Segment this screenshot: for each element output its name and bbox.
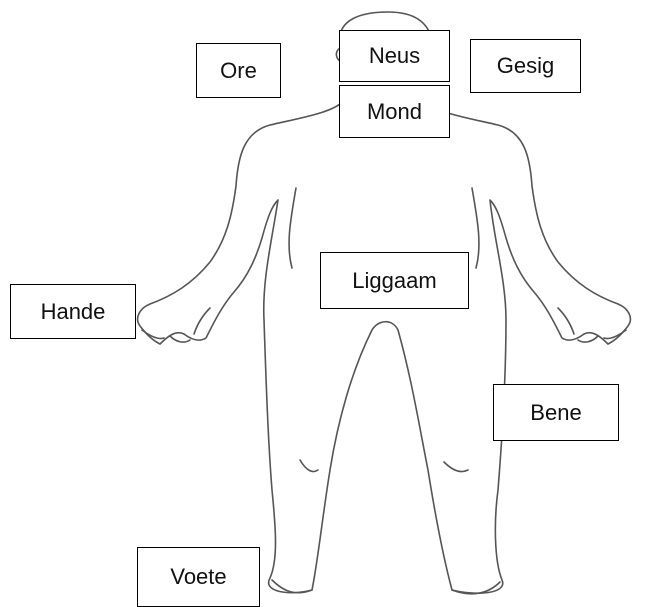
label-mond: Mond: [339, 85, 450, 138]
label-bene: Bene: [493, 384, 619, 441]
arm-left-inner: [289, 188, 296, 268]
label-liggaam: Liggaam: [320, 252, 469, 309]
label-gesig: Gesig: [470, 39, 581, 93]
label-voete: Voete: [137, 547, 260, 607]
fingers-right: [558, 308, 626, 342]
body-outline: [138, 100, 631, 593]
knee-left: [300, 460, 318, 472]
label-ore: Ore: [196, 43, 281, 98]
label-hande: Hande: [10, 284, 136, 339]
knee-right: [444, 462, 468, 472]
fingers-left: [142, 308, 210, 342]
label-neus: Neus: [339, 30, 450, 82]
arm-right-inner: [472, 188, 479, 268]
